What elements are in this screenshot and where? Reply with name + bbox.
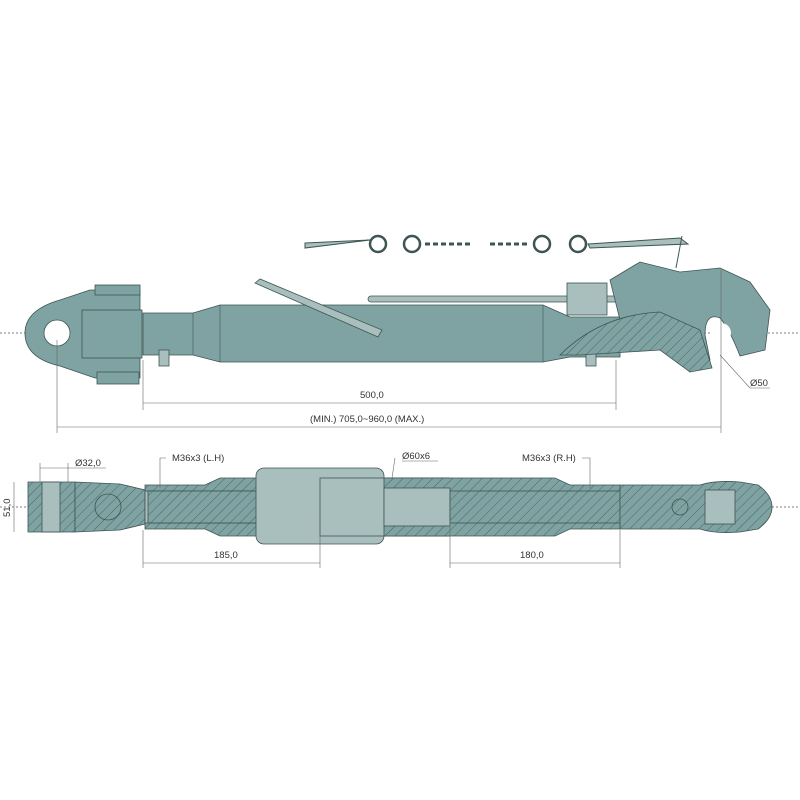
dim-right-label: 180,0 (520, 550, 544, 561)
dim-length-label: 500,0 (360, 390, 384, 401)
side-view: 500,0 (MIN.) 705,0~960,0 (MAX.) Ø50 (0, 234, 800, 433)
thread-left-label: M36x3 (L.H) (172, 453, 224, 464)
lever-bracket (566, 282, 608, 316)
dim-height-label: 51,0 (2, 499, 13, 518)
section-view: Ø32,0 51,0 M36x3 (L.H) Ø60x6 M36x3 (R.H)… (0, 451, 800, 568)
safety-chain (304, 234, 690, 269)
quick-hitch-hook (609, 261, 771, 373)
main-tube (142, 304, 621, 363)
clevis-block (81, 309, 143, 359)
dim-total-label: (MIN.) 705,0~960,0 (MAX.) (310, 414, 424, 425)
hook-shank-section (619, 481, 773, 533)
tube-handle (254, 278, 383, 338)
thread-right-label: M36x3 (R.H) (522, 453, 576, 464)
tube-label: Ø60x6 (402, 451, 430, 462)
nut-left (158, 349, 170, 367)
eye-cap-bottom (96, 371, 140, 385)
hook-section (559, 311, 713, 373)
pin-bore (41, 481, 61, 533)
dim-pin-label: Ø32,0 (75, 458, 101, 469)
dim-hook-label: Ø50 (750, 378, 768, 389)
dim-left-label: 185,0 (214, 550, 238, 561)
eye-cap-top (94, 284, 141, 296)
right-spindle (449, 490, 621, 524)
